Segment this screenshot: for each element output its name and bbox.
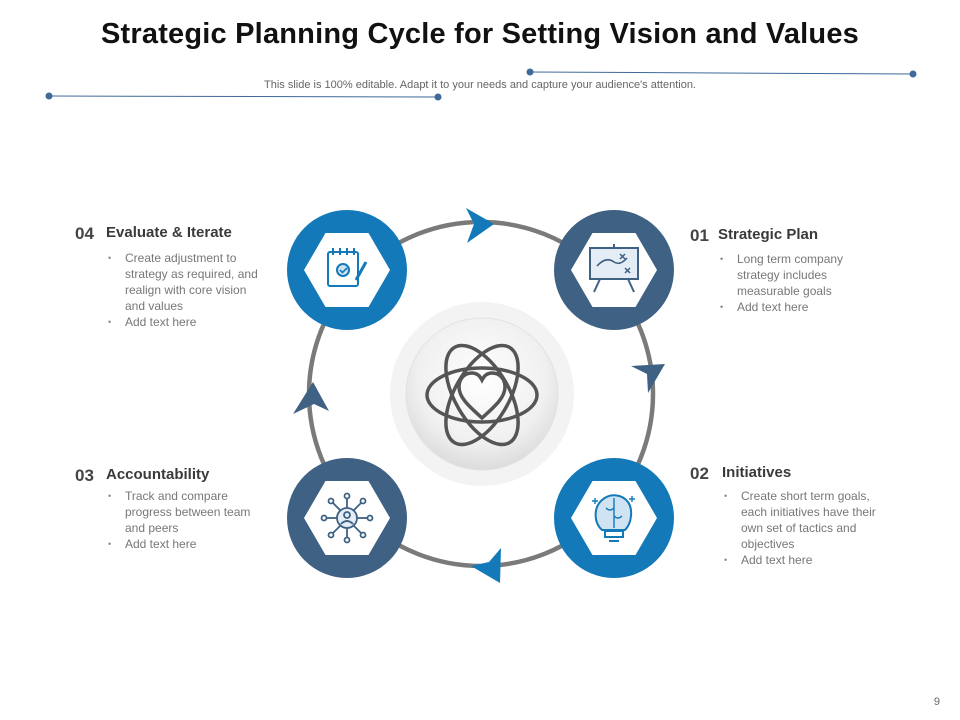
node-initiatives — [554, 458, 674, 578]
step-heading: Evaluate & Iterate — [106, 224, 232, 241]
bullet-item: Track and compare progress between team … — [106, 488, 266, 536]
deco-dot — [45, 92, 53, 100]
deco-dot — [526, 68, 534, 76]
node-strategic-plan — [554, 210, 674, 330]
step-number: 02 — [690, 464, 709, 483]
step-number: 04 — [75, 224, 94, 243]
bullet-item: Add text here — [106, 536, 266, 552]
step-heading: Strategic Plan — [718, 226, 819, 243]
bullet-item: Add text here — [106, 314, 266, 330]
step-heading: Accountability — [106, 466, 210, 483]
step-bullets: Create short term goals, each initiative… — [722, 488, 882, 568]
network-person-icon — [320, 492, 374, 544]
bullet-item: Create short term goals, each initiative… — [722, 488, 882, 552]
step-number: 03 — [75, 466, 94, 485]
slide-subtitle: This slide is 100% editable. Adapt it to… — [264, 79, 696, 91]
cycle-arrow-top — [466, 208, 494, 243]
notepad-edit-icon — [327, 248, 368, 287]
step-bullets: Track and compare progress between team … — [106, 488, 266, 552]
cycle-arrow-left — [293, 382, 329, 414]
step-bullets: Create adjustment to strategy as require… — [106, 250, 266, 330]
cycle-arrow-right — [631, 364, 665, 393]
step-number: 01 — [690, 226, 709, 245]
deco-line-left — [48, 95, 439, 98]
node-evaluate-iterate — [287, 210, 407, 330]
step-heading: Initiatives — [722, 464, 792, 481]
lightbulb-brain-icon — [592, 494, 635, 542]
cycle-arrow-bottom — [471, 548, 501, 583]
bullet-item: Add text here — [718, 299, 878, 315]
deco-dot — [909, 70, 917, 78]
bullet-item: Long term company strategy includes meas… — [718, 251, 878, 299]
page-number: 9 — [933, 696, 940, 708]
presentation-board-icon — [589, 244, 639, 293]
bullet-item: Create adjustment to strategy as require… — [106, 250, 266, 314]
node-accountability — [287, 458, 407, 578]
step-bullets: Long term company strategy includes meas… — [718, 251, 878, 315]
atom-heart-icon — [425, 343, 539, 447]
center-disc — [405, 317, 559, 471]
deco-line-right — [529, 71, 914, 75]
slide-title: Strategic Planning Cycle for Setting Vis… — [100, 18, 859, 50]
bullet-item: Add text here — [722, 552, 882, 568]
deco-dot — [434, 93, 442, 101]
